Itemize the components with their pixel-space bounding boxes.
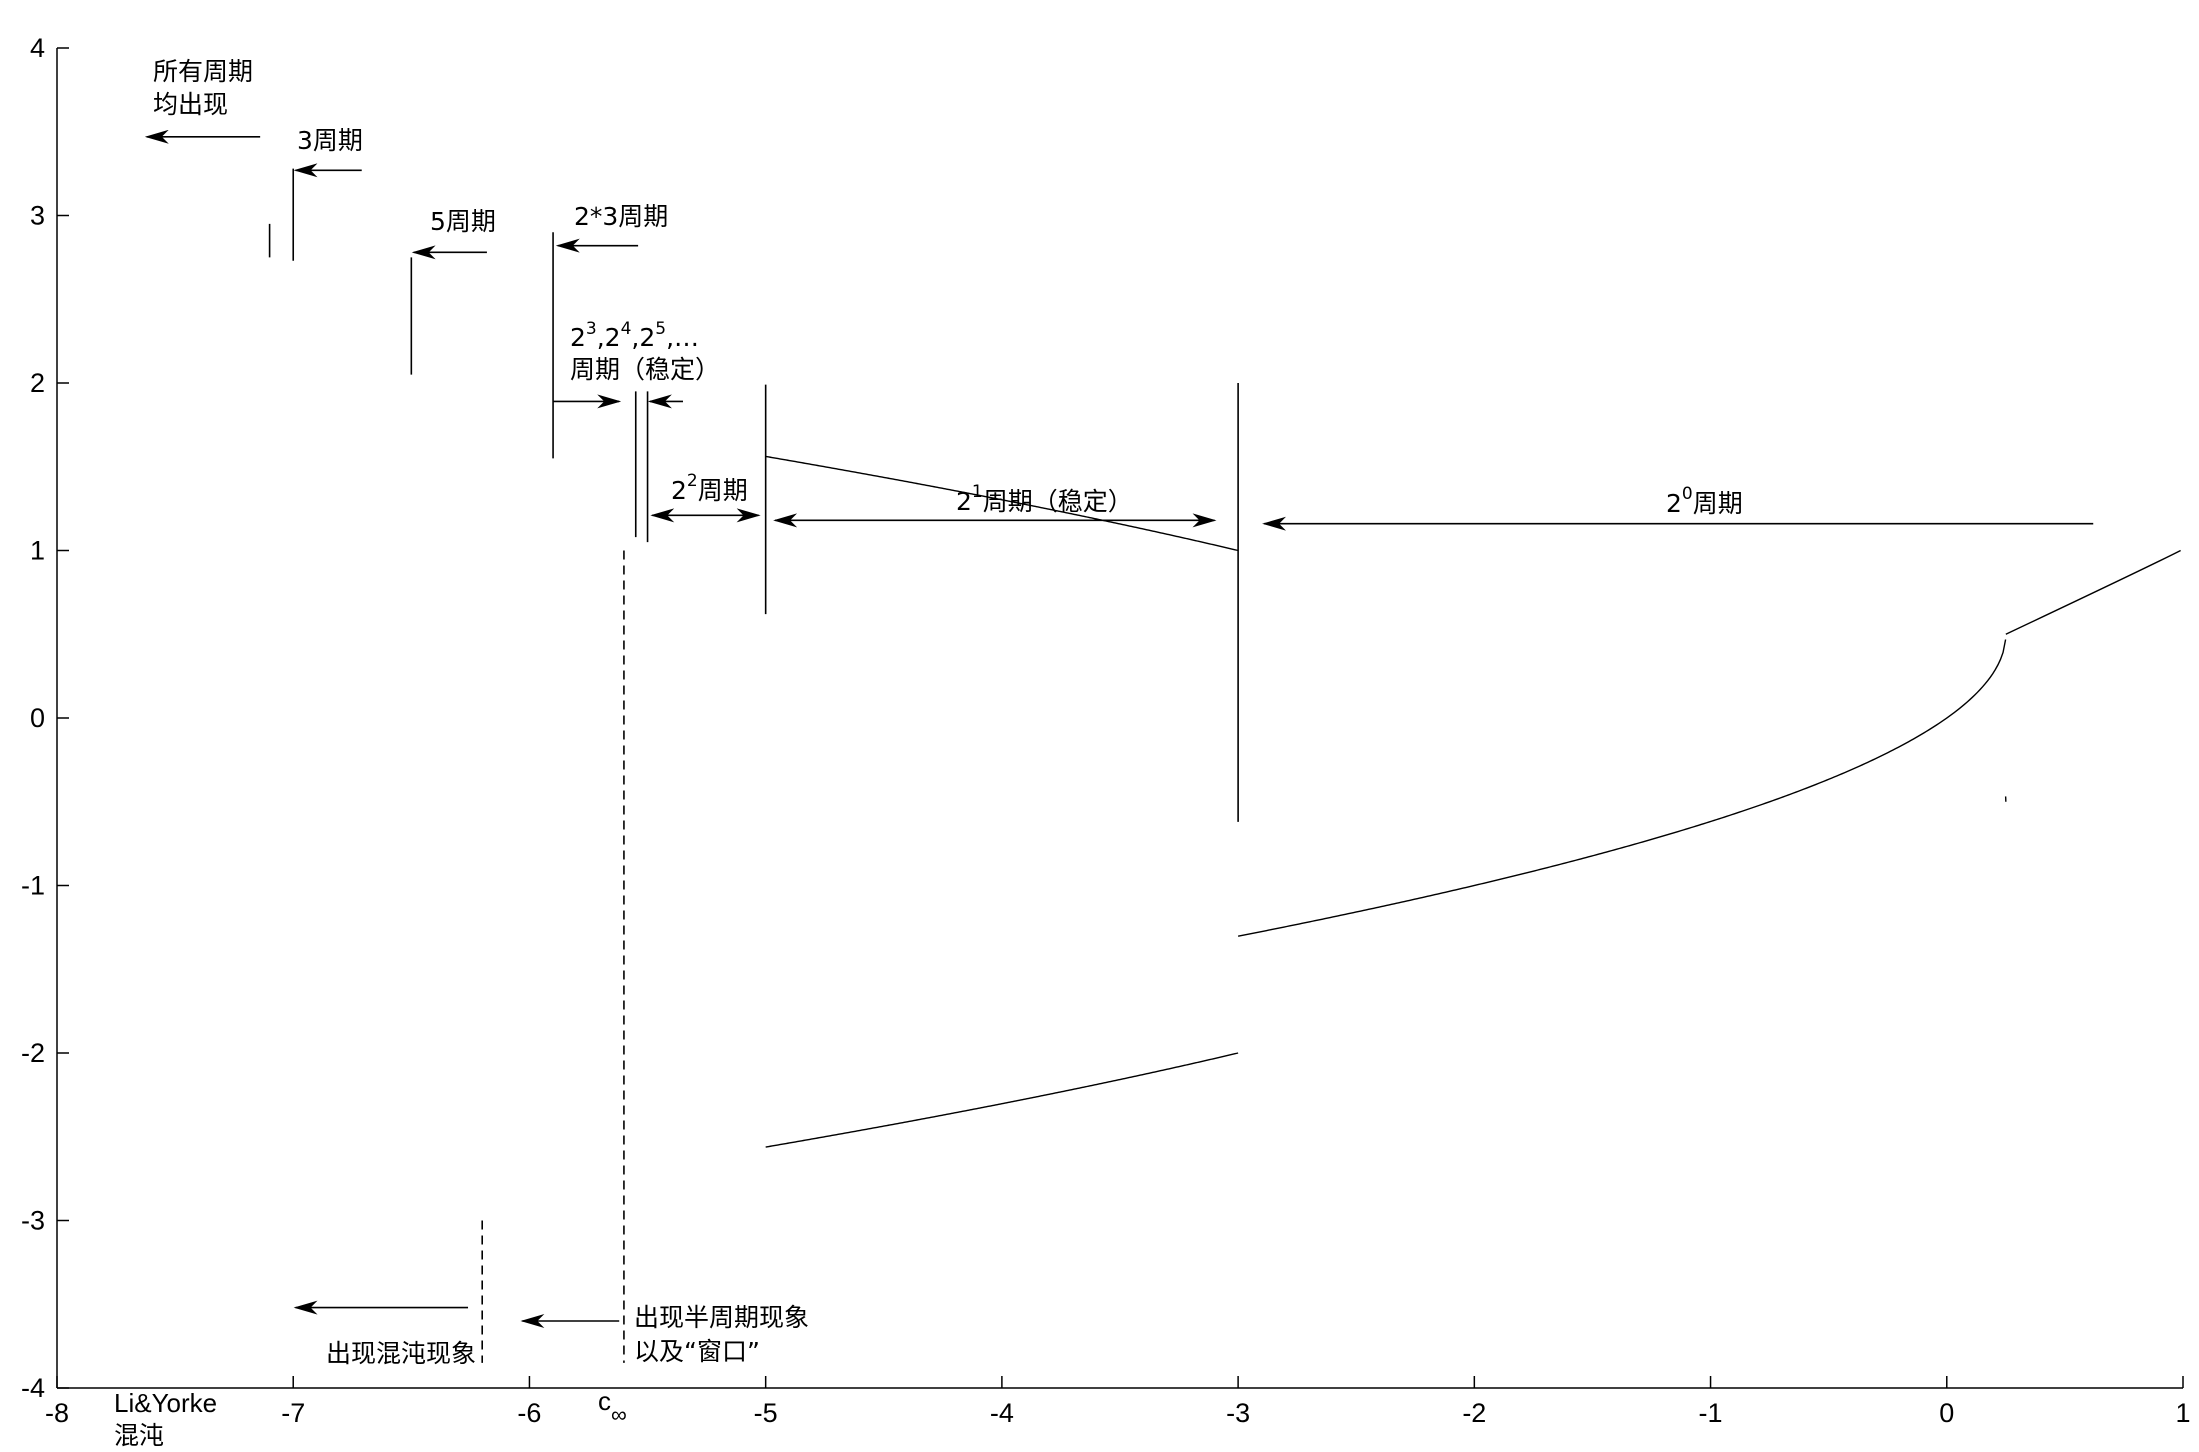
x-tick-label: -8 [45,1398,69,1428]
p20-sup: 0 [1682,484,1693,504]
periodic-windows [281,265,558,1296]
y-tick-label: 1 [30,536,45,566]
y-tick-label: 2 [30,368,45,398]
p22-base: 2 [671,476,687,505]
period1-branch [1237,639,2007,937]
annotation-arrows [144,129,2094,1328]
y-tick-label: -2 [21,1038,45,1068]
window-band [407,265,416,1296]
p2n-b-sup: 4 [621,319,632,339]
x-tick-label: -7 [281,1398,305,1428]
c-inf-sub: ∞ [611,1402,627,1427]
annotation-half-period-line2: 以及“窗口” [634,1337,760,1366]
p20-base: 2 [1666,489,1682,518]
p22-sup: 2 [687,471,698,491]
annotation-period2x3: 2*3周期 [574,202,668,231]
chaos-points [57,48,2183,1388]
annotation-liyorke-line1: Li&Yorke [114,1388,217,1418]
p2n-a-sup: 3 [586,319,597,339]
p22-text: 周期 [698,476,748,505]
p2n-a: 2 [570,323,586,352]
x-tick-label: -2 [1462,1398,1486,1428]
annotation-liyorke-line2: 混沌 [114,1421,164,1450]
p2n-b: ,2 [597,323,621,352]
y-tick-label: 3 [30,201,45,231]
period2-upper-branch [765,455,1239,552]
annotation-c-infinity: c∞ [598,1386,627,1427]
annotation-period-2-1: 21周期（稳定） [956,482,1133,516]
x-tick-label: -1 [1699,1398,1723,1428]
x-tick-label: -6 [517,1398,541,1428]
x-ticks: -8 -7 -6 -5 -4 -3 -2 -1 0 1 [45,1376,2191,1428]
x-tick-label: -3 [1226,1398,1250,1428]
annotation-period-2-2: 22周期 [671,471,748,505]
c-inf-base: c [598,1386,611,1416]
p21-text: 周期（稳定） [983,487,1133,516]
p21-base: 2 [956,487,972,516]
annotation-period5: 5周期 [430,207,496,236]
y-ticks: -4 -3 -2 -1 0 1 2 3 4 [21,33,69,1403]
plot-area [57,48,2183,1388]
annotation-chaos-appear: 出现混沌现象 [326,1339,476,1368]
reference-lines [268,168,1239,1363]
y-tick-label: -3 [21,1206,45,1236]
p20-text: 周期 [1693,489,1743,518]
y-tick-label: -4 [21,1373,45,1403]
p2n-c: ,2 [631,323,655,352]
annotation-all-periods-line2: 均出现 [153,90,228,119]
y-tick-label: 4 [30,33,45,63]
p2n-c-sup: 5 [655,319,666,339]
x-tick-label: 0 [1939,1398,1954,1428]
p2n-d: ,… [666,323,699,352]
window-band [281,265,306,1296]
annotation-period-2-0: 20周期 [1666,484,1743,518]
p21-sup: 1 [972,482,983,502]
annotation-half-period-line1: 出现半周期现象 [634,1303,809,1332]
bifurcation-curves [765,455,2181,1148]
y-tick-label: 0 [30,703,45,733]
period1-hook [2005,549,2181,635]
chaos-scatter [57,48,2183,1388]
annotation-period-2n-line1: 23,24,25,… [570,319,699,352]
y-tick-label: -1 [21,871,45,901]
x-tick-label: -4 [990,1398,1014,1428]
annotation-all-periods-line1: 所有周期 [153,57,253,86]
window-band [549,265,558,1296]
annotation-period3: 3周期 [297,126,363,155]
x-tick-label: 1 [2175,1398,2190,1428]
annotation-period-2n-line2: 周期（稳定） [570,355,720,384]
annotations: 所有周期 均出现 3周期 5周期 2*3周期 23,24,25,… 周期（稳定）… [114,57,1743,1450]
x-tick-label: -5 [754,1398,778,1428]
period2-lower-branch [765,1052,1239,1148]
